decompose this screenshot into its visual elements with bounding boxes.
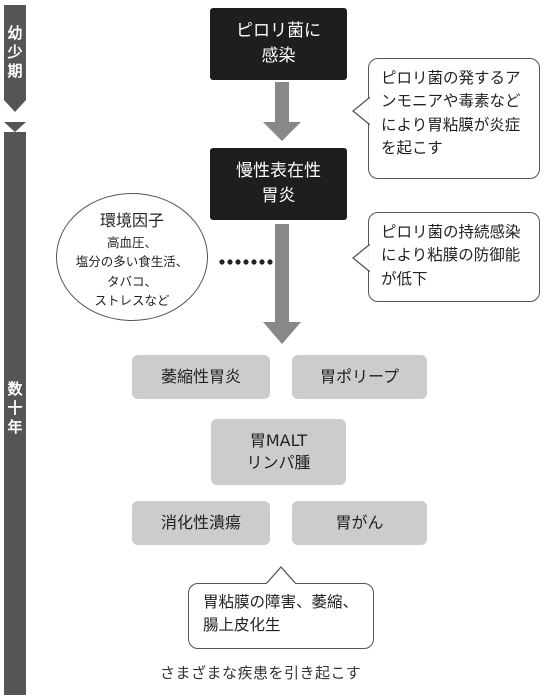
environment-list: 高血圧、 塩分の多い食生活、 タバコ、 ストレスなど: [57, 233, 207, 311]
timeline-decades-char: 年: [7, 417, 23, 436]
callout-mucosa-pointer: [264, 566, 298, 585]
callout-mucosa-pointer-mask: [267, 583, 295, 586]
diagram-footer: さまざまな疾患を引き起こす: [160, 664, 362, 682]
callout-inflammation: ピロリ菌の発するアンモニアや毒素などにより胃粘膜が炎症を起こす: [368, 58, 540, 179]
arrow-infection-to-gastritis: [263, 82, 301, 141]
timeline-childhood-char: 少: [7, 43, 23, 62]
callout-defense-decline: ピロリ菌の持続感染により粘膜の防御能が低下: [368, 212, 540, 302]
disease-gastric-cancer: 胃がん: [292, 501, 427, 545]
environment-item: ストレスなど: [94, 293, 170, 309]
environment-item: 高血圧、: [106, 235, 157, 250]
arrow-gastritis-to-diseases: [263, 224, 301, 344]
timeline-decades-char: 十: [7, 399, 23, 418]
disease-malt-lymphoma: 胃MALT リンパ腫: [211, 419, 346, 485]
environment-item: 塩分の多い食生活、: [75, 254, 189, 270]
timeline-childhood-char: 期: [7, 61, 23, 80]
disease-atrophic-gastritis: 萎縮性胃炎: [132, 355, 270, 399]
callout-defense-decline-pointer: [352, 243, 370, 273]
dotted-connector: [219, 259, 273, 265]
environment-factors: 環境因子 高血圧、 塩分の多い食生活、 タバコ、 ストレスなど: [56, 193, 208, 321]
timeline-childhood: 幼 少 期: [4, 5, 26, 112]
timeline-decades: 数 十 年: [4, 122, 26, 695]
step-infection: ピロリ菌に 感染: [210, 8, 347, 80]
disease-gastric-polyp: 胃ポリープ: [292, 355, 427, 399]
disease-peptic-ulcer: 消化性潰瘍: [132, 501, 270, 545]
timeline-childhood-char: 幼: [7, 24, 23, 43]
step-chronic-gastritis: 慢性表在性 胃炎: [210, 148, 347, 220]
callout-inflammation-pointer: [352, 96, 370, 126]
callout-mucosa-damage: 胃粘膜の障害、萎縮、腸上皮化生: [188, 583, 374, 649]
environment-title: 環境因子: [99, 211, 164, 230]
timeline-decades-char: 数: [7, 380, 23, 399]
environment-item: タバコ、: [106, 273, 157, 289]
